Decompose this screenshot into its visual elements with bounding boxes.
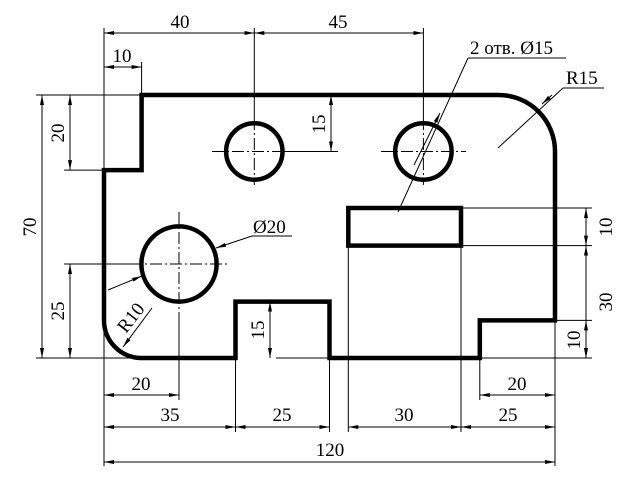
- dim-top-45: 45: [329, 12, 348, 33]
- center-lines: [130, 118, 466, 316]
- holes-note: 2 отв. Ø15: [470, 38, 553, 59]
- dim-bottom-20-left: 20: [132, 374, 151, 395]
- dim-bottom-30: 30: [395, 405, 414, 426]
- dim-right-10: 10: [564, 331, 585, 350]
- radius-10-label: R10: [113, 299, 149, 337]
- radius-15-label: R15: [566, 68, 598, 89]
- dim-top-40: 40: [171, 12, 190, 33]
- dim-bottom-35: 35: [161, 405, 180, 426]
- dim-bottom-20-right: 20: [508, 374, 527, 395]
- slot: [346, 205, 464, 248]
- dim-overall-120: 120: [316, 440, 345, 461]
- dim-left-70: 70: [20, 218, 41, 237]
- dim-left-20: 20: [48, 124, 69, 143]
- dim-top-10: 10: [113, 46, 132, 67]
- dim-right-30: 30: [596, 293, 617, 312]
- part-outline: [101, 92, 558, 361]
- dim-slot-10: 10: [596, 218, 617, 237]
- dim-notch-15: 15: [248, 321, 269, 340]
- dim-left-25: 25: [48, 302, 69, 321]
- dim-bottom-25-right: 25: [499, 405, 518, 426]
- dim-hole-offset-15: 15: [309, 115, 330, 134]
- dimension-lines: [40, 31, 604, 464]
- big-hole-diameter: Ø20: [253, 217, 286, 238]
- dim-bottom-25-left: 25: [273, 405, 292, 426]
